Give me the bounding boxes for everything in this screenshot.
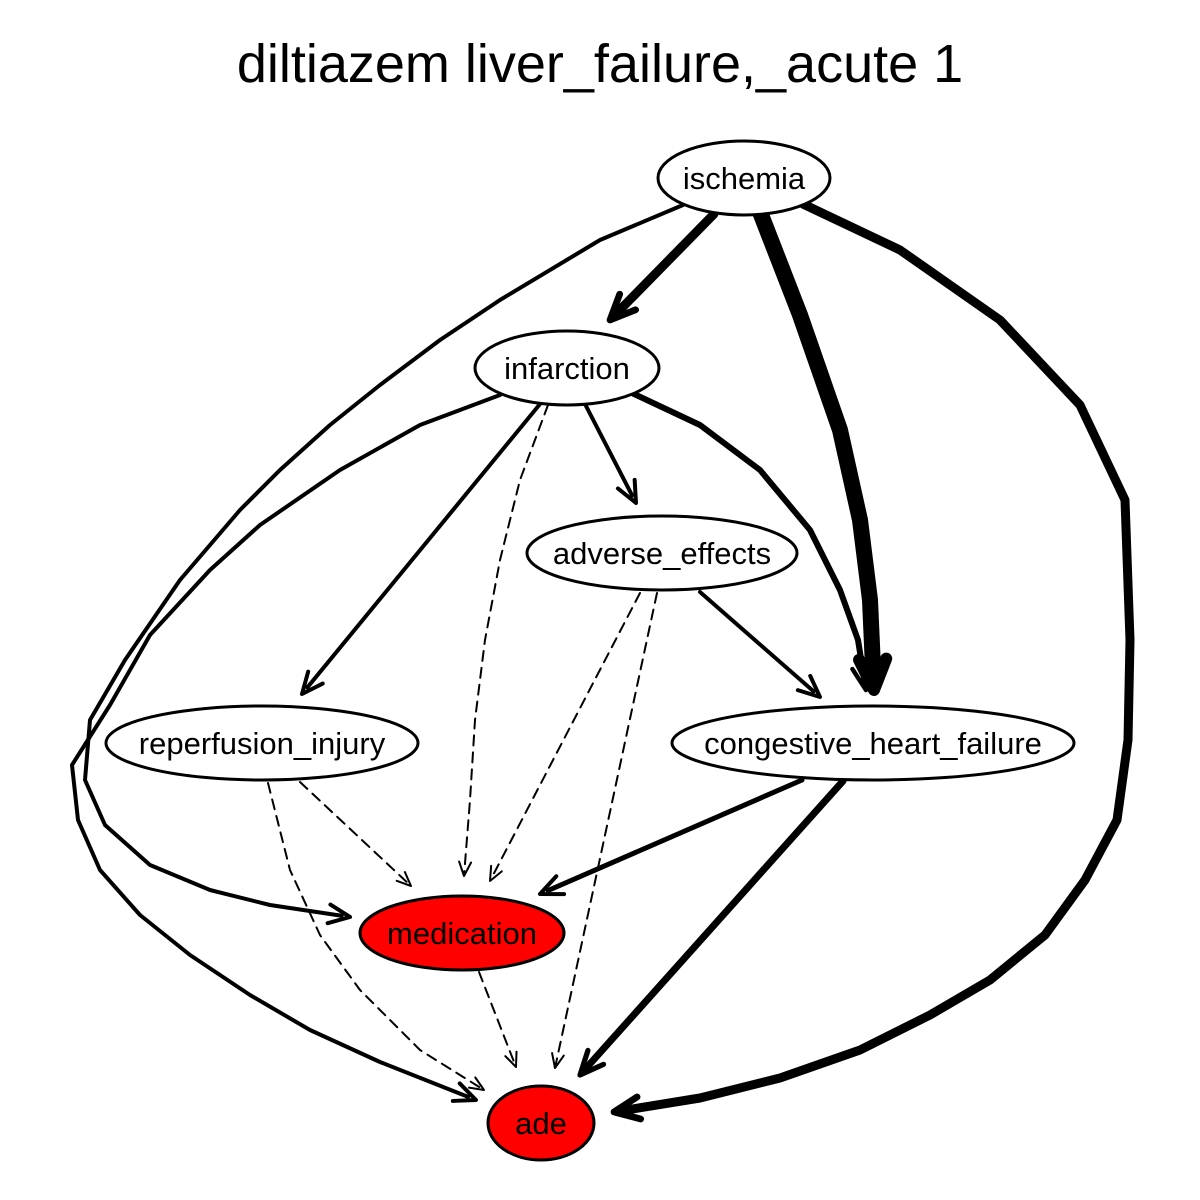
edge-arrowhead bbox=[450, 1081, 478, 1103]
node-label: adverse_effects bbox=[553, 536, 771, 571]
edge-infarction-to-congestive-heart-failure bbox=[629, 390, 875, 693]
node-label: congestive_heart_failure bbox=[704, 726, 1042, 761]
edge-line bbox=[70, 393, 502, 1099]
edge-ischemia-to-ade bbox=[610, 199, 1135, 1123]
edge-infarction-to-medication bbox=[458, 404, 549, 877]
node-ellipse bbox=[473, 329, 661, 407]
edge-arrowhead bbox=[795, 673, 822, 699]
edges-layer bbox=[70, 199, 1135, 1123]
edge-line bbox=[83, 203, 685, 918]
edge-arrowhead bbox=[489, 864, 503, 882]
edge-arrowhead bbox=[551, 1052, 565, 1069]
nodes-layer: ischemia infarction adverse_effectsreperfu… bbox=[104, 139, 1076, 1162]
node-ellipse bbox=[358, 894, 566, 972]
edge-reperfusion-injury-to-ade bbox=[267, 782, 485, 1091]
node-ellipse bbox=[486, 1084, 596, 1162]
node-label: infarction bbox=[504, 351, 630, 386]
edge-arrowhead bbox=[300, 669, 325, 696]
edge-line bbox=[267, 782, 482, 1089]
edge-reperfusion-injury-to-medication bbox=[299, 781, 412, 887]
edge-ischemia-to-congestive-heart-failure bbox=[752, 204, 893, 696]
node-ischemia: ischemia bbox=[656, 139, 832, 217]
diagram-title: diltiazem liver_failure,_acute 1 bbox=[237, 34, 963, 94]
edge-arrowhead bbox=[610, 1093, 645, 1123]
node-congestive-heart-failure: congestive_heart_failure bbox=[670, 704, 1076, 782]
edge-infarction-to-reperfusion-injury bbox=[300, 402, 542, 696]
node-reperfusion-injury: reperfusion_injury bbox=[104, 704, 420, 782]
node-label: medication bbox=[387, 916, 537, 951]
edge-line bbox=[478, 971, 516, 1065]
edge-adverse-effects-to-medication bbox=[489, 592, 641, 882]
edge-line bbox=[582, 777, 847, 1072]
node-ellipse bbox=[104, 704, 420, 782]
node-label: reperfusion_injury bbox=[139, 726, 386, 761]
edge-line bbox=[619, 199, 1135, 1115]
edge-arrowhead bbox=[538, 874, 567, 897]
edge-adverse-effects-to-congestive-heart-failure bbox=[698, 590, 822, 699]
node-ellipse bbox=[525, 514, 799, 592]
node-label: ischemia bbox=[683, 161, 806, 196]
edge-arrowhead bbox=[615, 477, 638, 505]
edge-line bbox=[554, 592, 658, 1066]
node-adverse-effects: adverse_effects bbox=[525, 514, 799, 592]
edge-infarction-to-adverse-effects bbox=[583, 402, 638, 505]
edge-line bbox=[698, 590, 816, 694]
edge-line bbox=[305, 402, 542, 690]
edge-congestive-heart-failure-to-medication bbox=[538, 777, 805, 897]
node-ade: ade bbox=[486, 1084, 596, 1162]
node-ellipse bbox=[656, 139, 832, 217]
edge-medication-to-ade bbox=[478, 971, 518, 1068]
edge-arrowhead bbox=[606, 290, 639, 324]
edge-line bbox=[299, 781, 410, 885]
edge-infarction-to-ade bbox=[70, 393, 502, 1103]
edge-line bbox=[752, 204, 882, 686]
edge-arrowhead bbox=[395, 871, 412, 887]
edge-arrowhead bbox=[577, 1047, 607, 1078]
edge-line bbox=[490, 592, 641, 879]
edge-arrowhead bbox=[850, 663, 875, 693]
node-ellipse bbox=[670, 704, 1076, 782]
edge-arrowhead bbox=[467, 1076, 485, 1091]
edge-adverse-effects-to-ade bbox=[551, 592, 658, 1069]
edge-arrowhead bbox=[458, 860, 473, 877]
edge-ischemia-to-infarction bbox=[606, 209, 719, 324]
edge-line bbox=[463, 404, 549, 874]
edge-line bbox=[545, 777, 805, 893]
edge-line bbox=[583, 402, 635, 498]
edge-ischemia-to-medication bbox=[83, 203, 685, 926]
edge-line bbox=[612, 209, 719, 318]
edge-arrowhead bbox=[504, 1050, 518, 1068]
edge-line bbox=[629, 390, 868, 684]
node-infarction: infarction bbox=[473, 329, 661, 407]
node-label: ade bbox=[515, 1106, 567, 1141]
edge-arrowhead bbox=[325, 902, 352, 926]
edge-congestive-heart-failure-to-ade bbox=[577, 777, 847, 1078]
node-medication: medication bbox=[358, 894, 566, 972]
